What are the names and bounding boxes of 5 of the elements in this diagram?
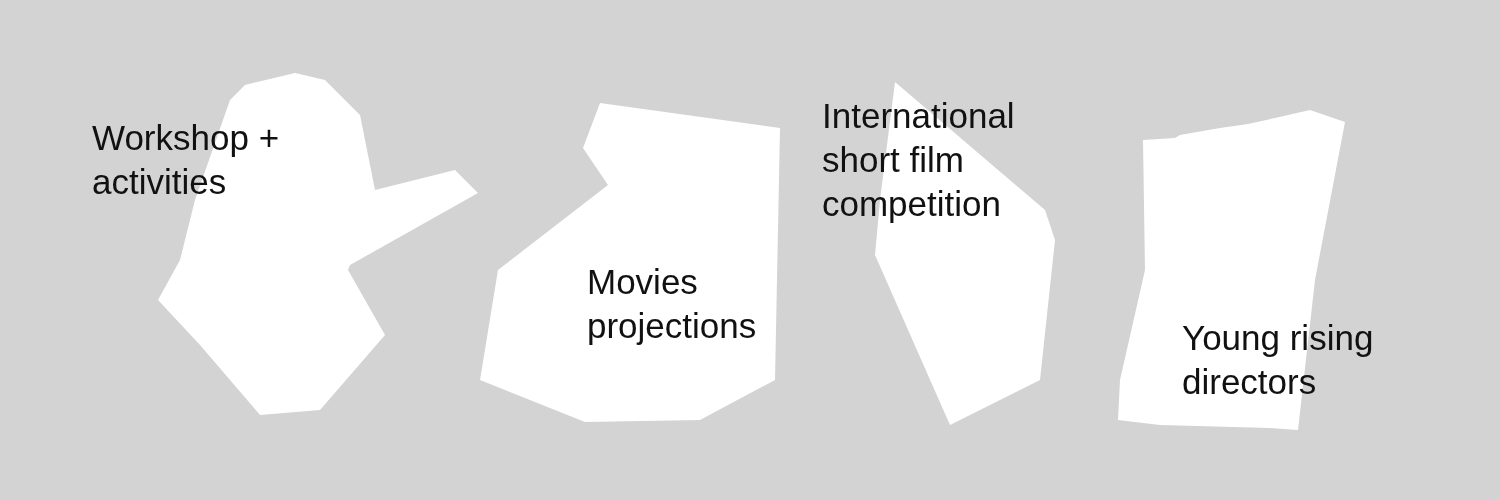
shape-label: International short film competition: [822, 95, 1016, 225]
shape-label: Movies projections: [587, 261, 758, 347]
shape-label: Workshop + activities: [92, 117, 281, 203]
irregular-shape: [480, 103, 780, 422]
shape-label: Young rising directors: [1182, 317, 1375, 403]
